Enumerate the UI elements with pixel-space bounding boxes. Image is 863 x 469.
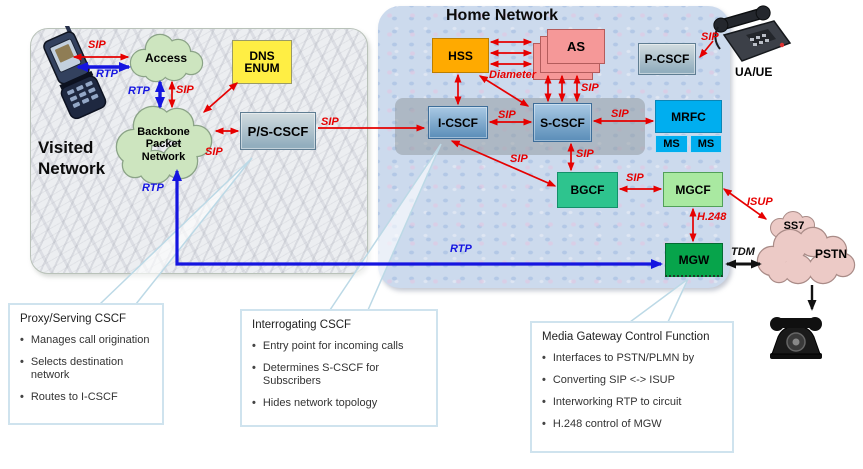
ps-cscf-box: P/S-CSCF <box>240 112 316 150</box>
pstn-cloud: PSTN <box>752 223 858 285</box>
ms-box-left: MS <box>655 135 688 153</box>
callout-bullet: Interfaces to PSTN/PLMN by <box>552 352 695 364</box>
callout-title: Interrogating CSCF <box>252 319 352 331</box>
mobile-phone-icon <box>30 24 115 126</box>
mgw-box: MGW <box>665 243 723 277</box>
desk-phone-icon <box>706 5 794 70</box>
rtp-label: RTP <box>450 243 472 255</box>
callout-bullet: Manages call origination <box>30 334 150 346</box>
sip-label: SIP <box>88 39 106 51</box>
home-network-title: Home Network <box>446 7 559 24</box>
callout-bullet: Interworking RTP to circuit <box>552 396 682 408</box>
rtp-label: RTP <box>142 182 164 194</box>
access-cloud: Access <box>126 33 206 83</box>
i-cscf-box: I-CSCF <box>428 106 488 139</box>
p-cscf-box: P-CSCF <box>638 43 696 75</box>
sip-label: SIP <box>498 109 516 121</box>
sip-label: SIP <box>176 84 194 96</box>
mrfc-box: MRFC <box>655 100 722 133</box>
cloud-shape-icon <box>129 33 204 83</box>
callout-bullet: H.248 control of MGW <box>552 418 662 430</box>
sip-label: SIP <box>205 146 223 158</box>
callout-interrogating-cscf: Interrogating CSCF Entry point for incom… <box>240 309 438 427</box>
sip-label: SIP <box>626 172 644 184</box>
callout-media-gateway-control: Media Gateway Control Function Interface… <box>530 321 734 453</box>
callout-proxy-serving-cscf: Proxy/Serving CSCF Manages call originat… <box>8 303 164 425</box>
access-cloud-label: Access <box>144 51 188 65</box>
callout-title: Media Gateway Control Function <box>542 331 710 343</box>
callout-title: Proxy/Serving CSCF <box>20 313 127 325</box>
callout-bullet: Hides network topology <box>262 397 378 409</box>
hss-box: HSS <box>432 38 489 73</box>
rotary-phone-icon <box>764 311 828 366</box>
sip-label: SIP <box>576 148 594 160</box>
callout-bullet: Entry point for incoming calls <box>262 340 404 352</box>
tdm-label: TDM <box>731 246 755 258</box>
ua-ue-label: UA/UE <box>735 65 773 79</box>
sip-label: SIP <box>321 116 339 128</box>
rtp-label: RTP <box>96 68 118 80</box>
callout-bullet: Converting SIP <-> ISUP <box>552 374 675 386</box>
cloud-shape-icon <box>756 226 856 285</box>
sip-label: SIP <box>510 153 528 165</box>
h248-label: H.248 <box>697 211 727 223</box>
sip-label: SIP <box>701 31 719 43</box>
bgcf-box: BGCF <box>557 172 618 208</box>
s-cscf-box: S-CSCF <box>533 103 592 142</box>
pstn-cloud-label: PSTN <box>814 247 847 261</box>
callout-bullet: Selects destination network <box>30 356 124 381</box>
as-box: AS <box>547 29 605 64</box>
visited-network-title: Visited Network <box>38 138 106 178</box>
diameter-label: Diameter <box>489 69 537 81</box>
sip-label: SIP <box>611 108 629 120</box>
sip-label: SIP <box>581 82 599 94</box>
rtp-label: RTP <box>128 85 150 97</box>
ms-box-right: MS <box>690 135 722 153</box>
callout-bullet: Routes to I-CSCF <box>30 391 118 403</box>
callout-bullet: Determines S-CSCF for Subscribers <box>262 362 379 387</box>
mgcf-box: MGCF <box>663 172 723 207</box>
backbone-cloud-label: Backbone Packet Network <box>137 125 190 163</box>
isup-label: ISUP <box>747 196 773 208</box>
backbone-packet-network-cloud: Backbone Packet Network <box>112 99 215 190</box>
